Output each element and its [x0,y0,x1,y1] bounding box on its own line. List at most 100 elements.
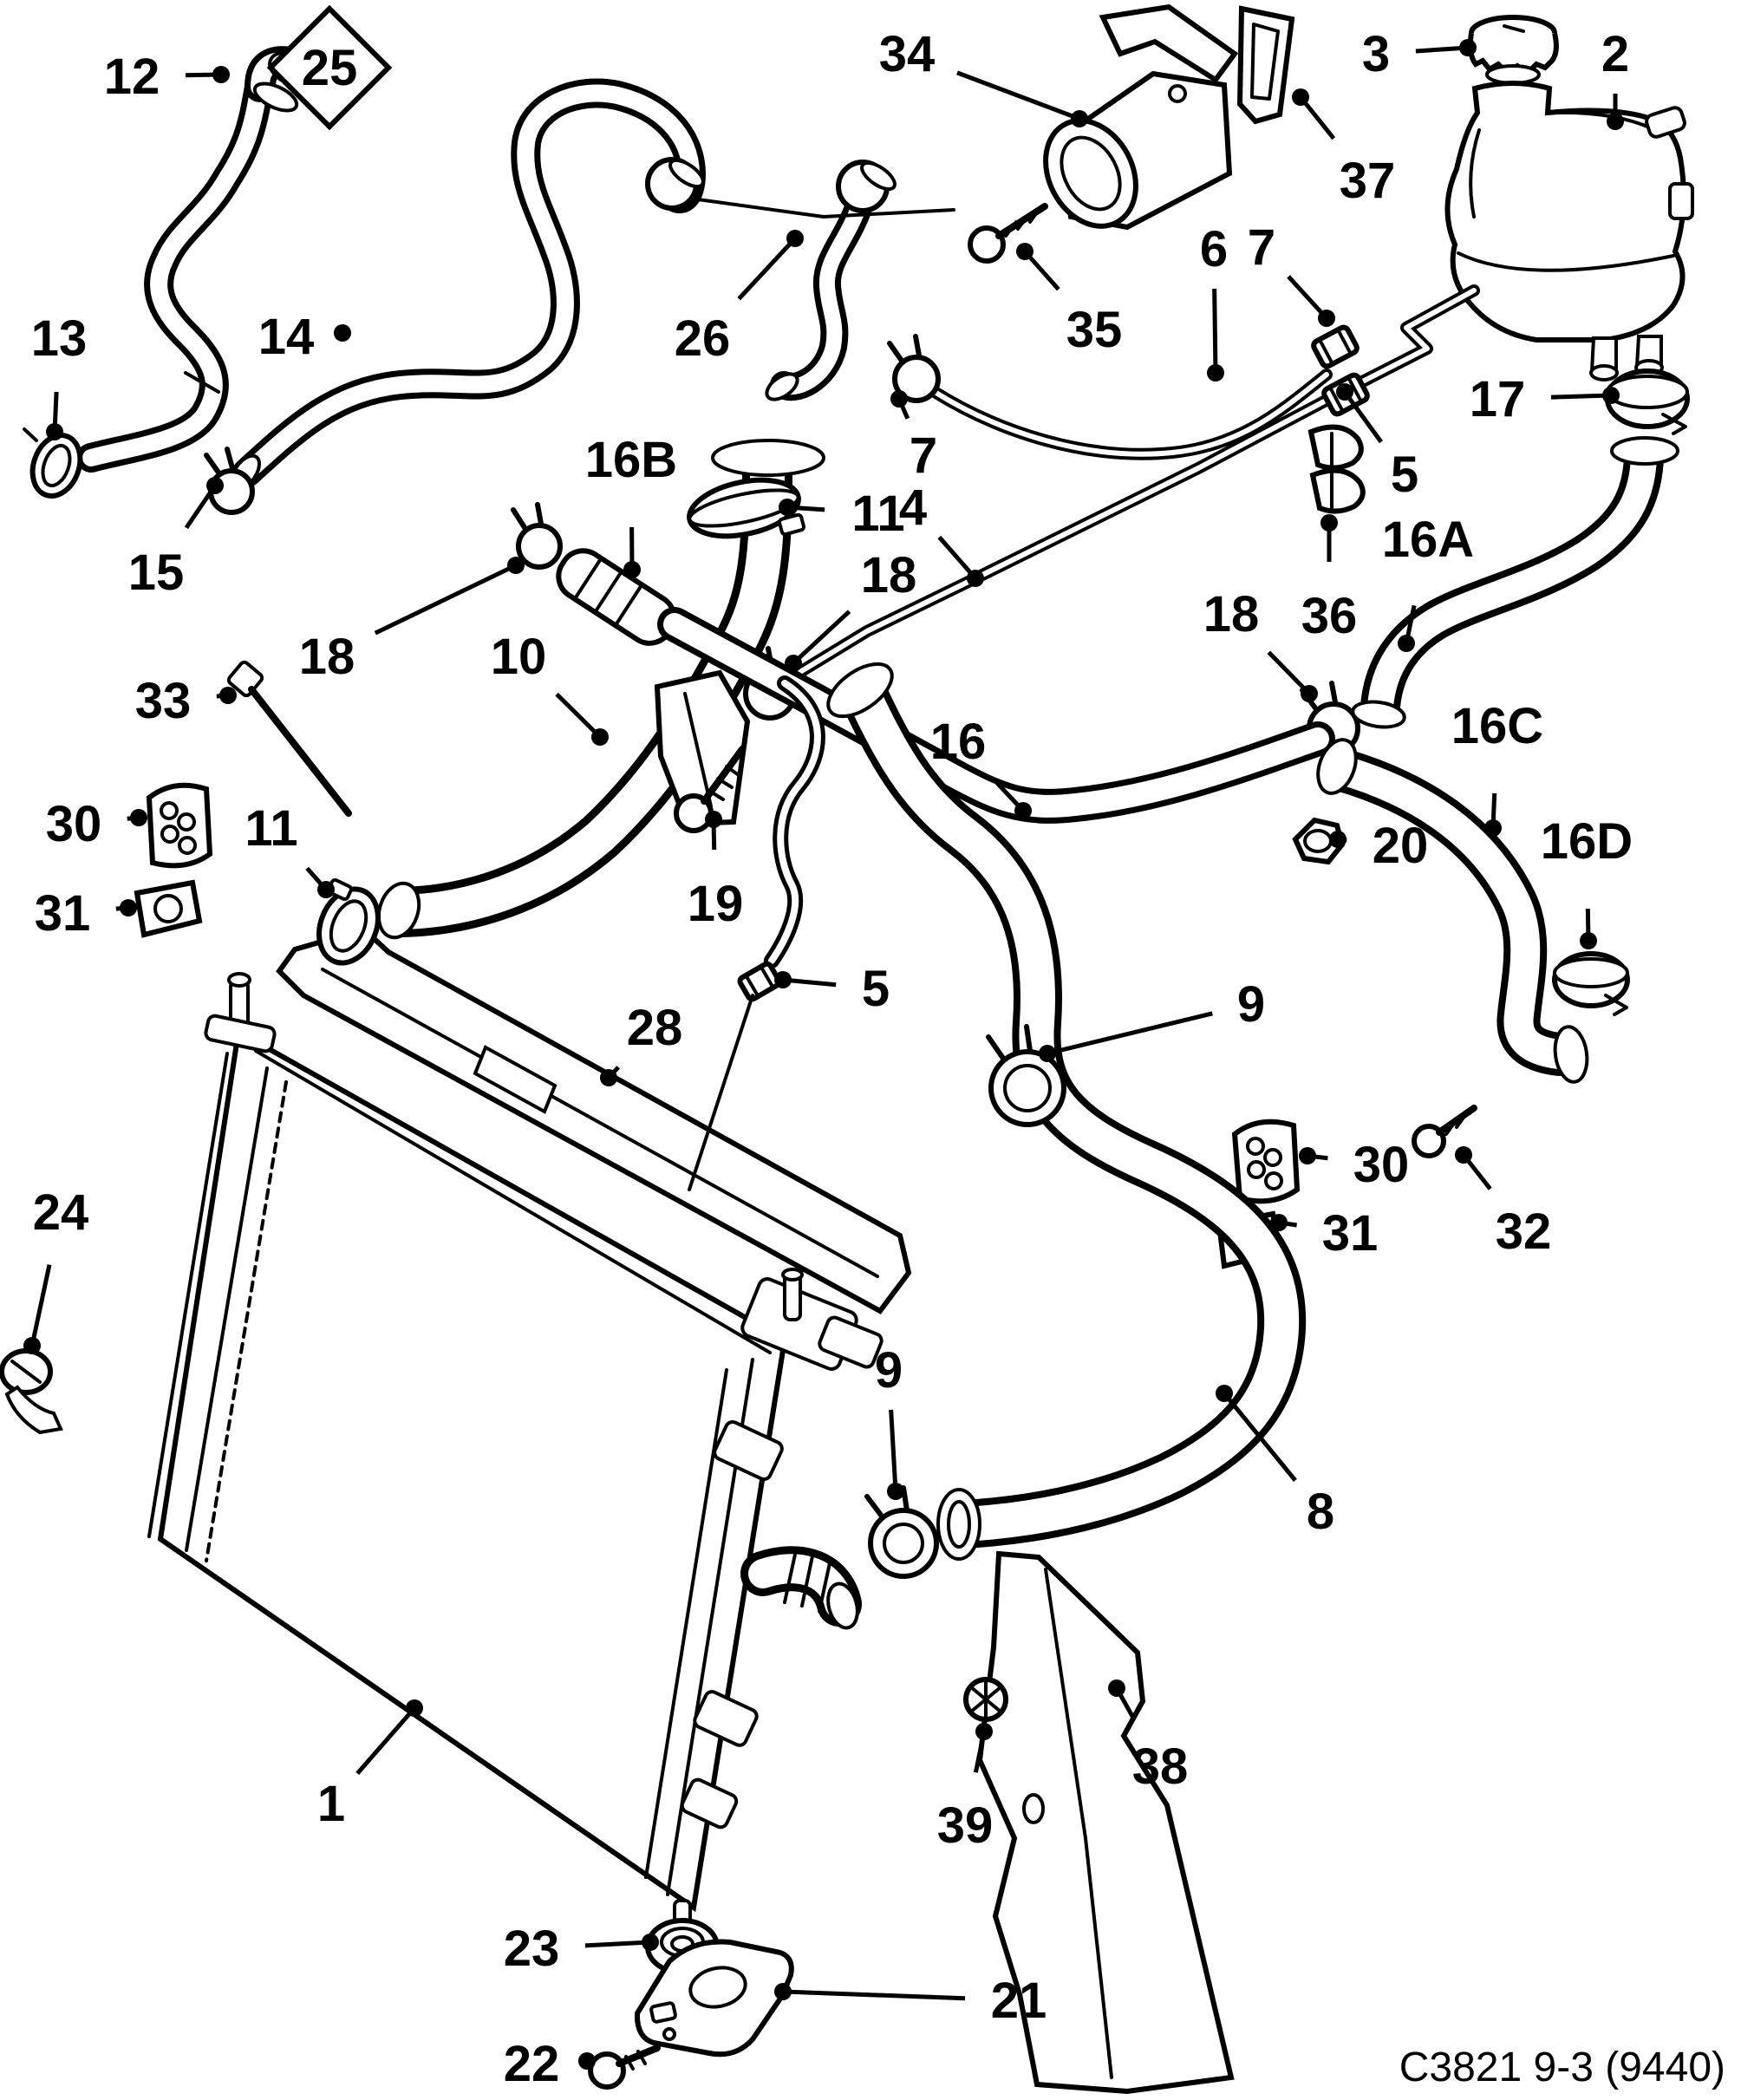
svg-text:31: 31 [1322,1205,1379,1262]
drawing-caption: C3821 9-3 (9440) [1399,2045,1725,2090]
hose-8 [826,662,1307,1561]
callout-39: 39 [937,1723,994,1854]
clamp-5-position-line [688,994,754,1191]
callout-16A: 16A [1382,512,1474,652]
svg-text:18: 18 [861,547,917,603]
callout-8: 8 [1216,1385,1334,1540]
diamond-25-label: 25 [302,40,358,96]
callout-34: 34 [879,26,1088,127]
svg-text:16A: 16A [1382,512,1474,568]
svg-text:11: 11 [245,800,297,857]
callout-32: 32 [1455,1146,1551,1260]
callout-5: 5 [774,961,890,1017]
svg-text:9: 9 [1237,976,1265,1033]
callout-6: 6 [1200,221,1228,382]
hose-16a [1351,436,1679,729]
svg-text:3: 3 [1362,26,1390,82]
callout-36: 36 [1301,514,1357,644]
callout-11: 11 [779,486,905,542]
svg-text:22: 22 [504,2036,560,2092]
screw-22 [588,2045,661,2090]
svg-text:34: 34 [879,26,936,82]
svg-text:33: 33 [135,673,192,729]
callout-18: 18 [299,557,525,685]
callout-35: 35 [1016,243,1122,358]
diamond-25: 25 [266,4,393,131]
svg-text:16D: 16D [1541,813,1633,870]
callout-38: 38 [1108,1679,1188,1795]
callout-33: 33 [135,673,237,729]
callout-11: 11 [245,800,335,898]
svg-text:37: 37 [1340,153,1396,209]
callout-37: 37 [1292,88,1395,209]
svg-text:5: 5 [862,961,890,1017]
clamp-16d [1552,951,1630,1016]
expansion-tank-cap-3 [1467,15,1559,85]
callout-7: 7 [890,390,937,484]
bracket-31-left [134,879,203,938]
callout-9: 9 [1039,976,1265,1062]
hose-26 [765,160,897,401]
callout-22: 22 [504,2036,596,2092]
svg-text:18: 18 [299,629,355,685]
drain-cock-24 [0,1348,63,1435]
svg-text:19: 19 [688,876,744,932]
mount-30-left [146,782,213,869]
callout-12: 12 [104,49,230,105]
callout-7: 7 [1248,219,1335,327]
svg-text:21: 21 [991,1973,1047,2029]
svg-text:18: 18 [1203,586,1260,642]
svg-text:24: 24 [33,1184,89,1241]
radiator-inlet [740,1268,884,1371]
callout-26: 26 [675,230,804,367]
svg-text:7: 7 [910,427,937,484]
svg-text:38: 38 [1132,1738,1189,1795]
svg-text:9: 9 [875,1342,903,1399]
callout-1: 1 [317,1699,423,1832]
clamp-13 [23,427,83,499]
expansion-tank-2 [1444,81,1694,382]
clamp-36 [1307,424,1366,514]
callout-31: 31 [1270,1205,1378,1262]
svg-text:2: 2 [1601,26,1629,82]
callout-16C: 16C [1451,698,1543,837]
callout-15: 15 [128,477,224,601]
clamp-17 [1605,368,1690,435]
mount-30-right [1231,1118,1301,1204]
connector-left-26 [645,157,705,211]
pipe-4 [790,284,1480,681]
svg-text:30: 30 [1353,1137,1410,1193]
callout-5: 5 [1336,383,1418,503]
callout-30: 30 [1299,1137,1409,1193]
hose-16c [1316,738,1589,1084]
callout-16: 16 [930,714,1032,819]
nut-20 [1292,817,1346,865]
callout-10: 10 [491,629,609,746]
callout-31: 31 [35,885,137,942]
clamp-5-center [737,961,782,1002]
bracket-21 [634,1939,794,2058]
svg-text:4: 4 [899,479,927,536]
radiator [147,972,884,1937]
callout-4: 4 [899,479,984,587]
svg-text:16: 16 [930,714,987,770]
callout-16D: 16D [1541,813,1633,949]
clamp-11-upper [687,477,805,539]
callout-30: 30 [46,796,147,852]
svg-text:5: 5 [1391,447,1418,503]
callout-2: 2 [1601,26,1629,130]
thermostat-housing-34 [1043,3,1239,231]
svg-text:6: 6 [1200,221,1228,277]
callout-28: 28 [600,1000,682,1086]
connector-pointer-line [696,198,955,218]
callout-18: 18 [1203,586,1318,702]
svg-text:12: 12 [104,49,160,105]
svg-text:39: 39 [937,1797,994,1854]
svg-text:17: 17 [1470,371,1526,427]
clamp-18-left [511,502,563,570]
callout-23: 23 [504,1921,659,1977]
svg-text:16C: 16C [1451,698,1543,754]
